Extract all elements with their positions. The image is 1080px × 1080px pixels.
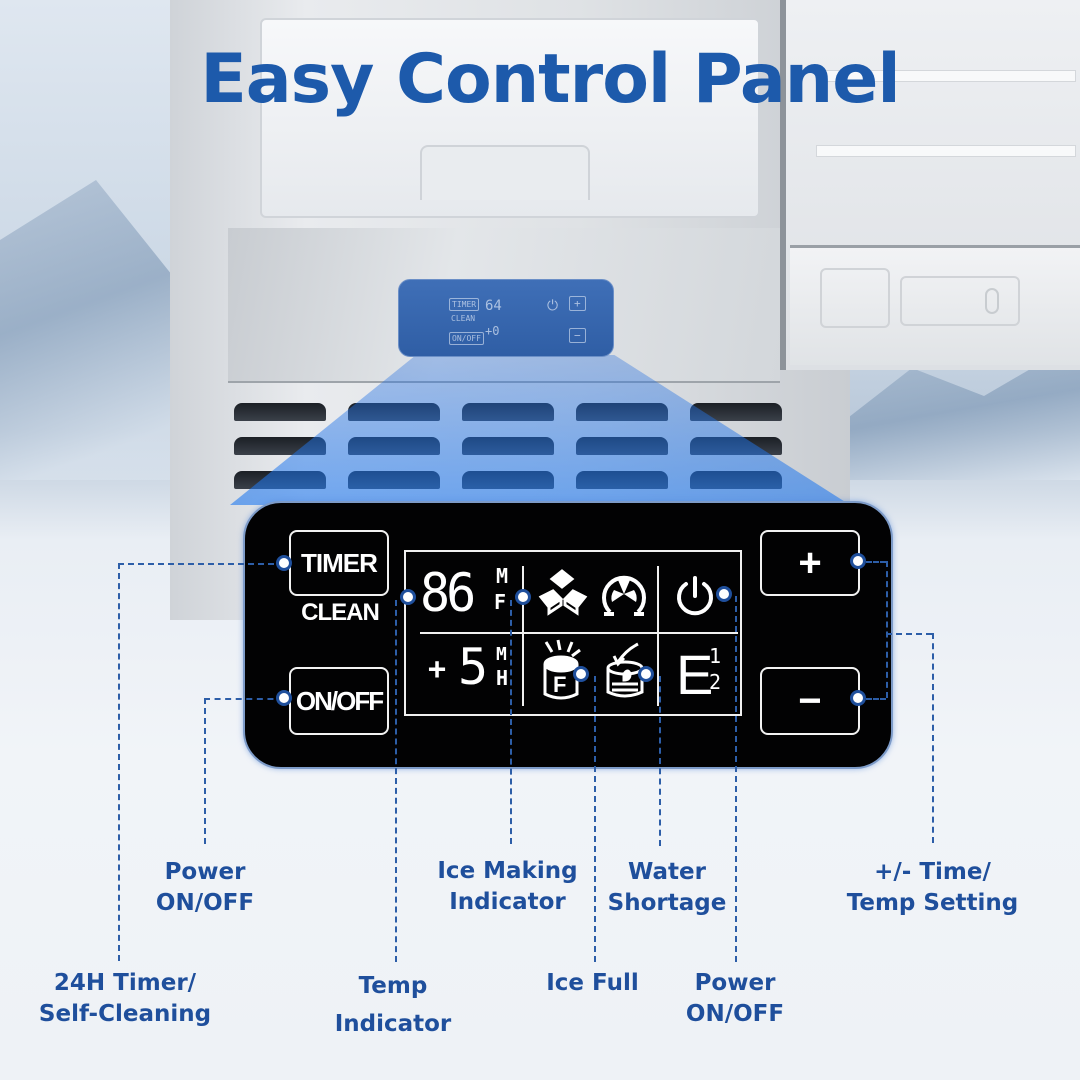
leader-power-right-v xyxy=(735,596,737,962)
mini-time-value: +0 xyxy=(485,324,500,338)
leader-setting-v xyxy=(932,633,934,843)
error-code-2: 2 xyxy=(709,670,722,694)
leader-timer-h xyxy=(118,563,284,565)
ice-bin-scoop-notch xyxy=(420,145,590,200)
mini-power-icon: ⏻ xyxy=(547,298,559,314)
leader-temp-v xyxy=(395,600,397,962)
leader-onoff-v xyxy=(204,698,206,844)
onoff-button[interactable]: ON/OFF xyxy=(289,667,389,735)
mini-temp-value: 64 xyxy=(485,298,502,314)
leader-timer-v xyxy=(118,563,120,961)
callout-power-onoff-right: Power ON/OFF xyxy=(685,970,785,1027)
ice-cubes-icon xyxy=(534,566,590,622)
leader-water-v xyxy=(659,676,661,846)
callout-ice-making: Ice Making Indicator xyxy=(437,858,578,915)
plus-button[interactable]: + xyxy=(760,530,860,596)
leader-onoff-h xyxy=(204,698,284,700)
callout-water-shortage: Water Shortage xyxy=(607,859,727,916)
temp-unit-f: F xyxy=(494,590,507,614)
marker-plus xyxy=(850,553,866,569)
leader-ice-full-v xyxy=(594,676,596,962)
lcd-divider-vertical-2 xyxy=(657,566,659,706)
svg-text:F: F xyxy=(553,672,566,697)
marker-onoff xyxy=(276,690,292,706)
lcd-display: 86 M F + 5 M H xyxy=(404,550,742,716)
marker-power-right xyxy=(716,586,732,602)
marker-ice-full xyxy=(573,666,589,682)
water-shortage-bucket-icon xyxy=(598,636,652,706)
mini-clean-label: CLEAN xyxy=(451,314,476,323)
mini-plus-label: + xyxy=(569,296,586,311)
time-value: 5 xyxy=(458,638,489,696)
time-unit-m: M xyxy=(496,644,507,665)
marker-timer xyxy=(276,555,292,571)
lcd-divider-vertical-1 xyxy=(522,566,524,706)
door-handle-area xyxy=(790,245,1080,365)
ice-full-bucket-icon: F xyxy=(534,636,588,706)
marker-temp xyxy=(400,589,416,605)
leader-plusminus-v xyxy=(886,561,888,698)
clean-label: CLEAN xyxy=(301,599,380,626)
mini-timer-label: TIMER xyxy=(449,298,480,311)
marker-minus xyxy=(850,690,866,706)
mini-control-panel: TIMER CLEAN ON/OFF 64 +0 ⏻ + − xyxy=(398,279,614,357)
leader-minus-h xyxy=(866,698,886,700)
lcd-divider-horizontal xyxy=(420,632,738,634)
temp-unit-m: M xyxy=(496,564,509,588)
error-code-1: 1 xyxy=(709,644,722,668)
mini-minus-label: − xyxy=(569,328,586,343)
callout-timer-clean: 24H Timer/ Self-Cleaning xyxy=(38,970,212,1027)
mini-onoff-label: ON/OFF xyxy=(449,332,484,345)
callout-time-temp-setting: +/- Time/ Temp Setting xyxy=(846,859,1019,916)
temp-value: 86 xyxy=(420,562,476,624)
callout-power-onoff-left: Power ON/OFF xyxy=(155,859,255,916)
marker-ice-making xyxy=(515,589,531,605)
minus-button[interactable]: − xyxy=(760,667,860,735)
leader-ice-making-v xyxy=(510,600,512,844)
page-title: Easy Control Panel xyxy=(200,40,900,119)
power-icon xyxy=(668,570,722,622)
timer-button[interactable]: TIMER xyxy=(289,530,389,596)
time-unit-h: H xyxy=(496,666,509,690)
time-sign: + xyxy=(428,652,447,687)
error-code-letter: E xyxy=(676,643,714,706)
callout-temp-indicator: Temp Indicator xyxy=(334,973,452,1037)
callout-ice-full: Ice Full xyxy=(546,970,639,996)
marker-water xyxy=(638,666,654,682)
fan-icon xyxy=(596,566,652,622)
control-panel: TIMER CLEAN ON/OFF + − 86 M F + 5 M H xyxy=(243,501,893,769)
leader-setting-h xyxy=(886,633,932,635)
leader-plus-h xyxy=(866,561,886,563)
